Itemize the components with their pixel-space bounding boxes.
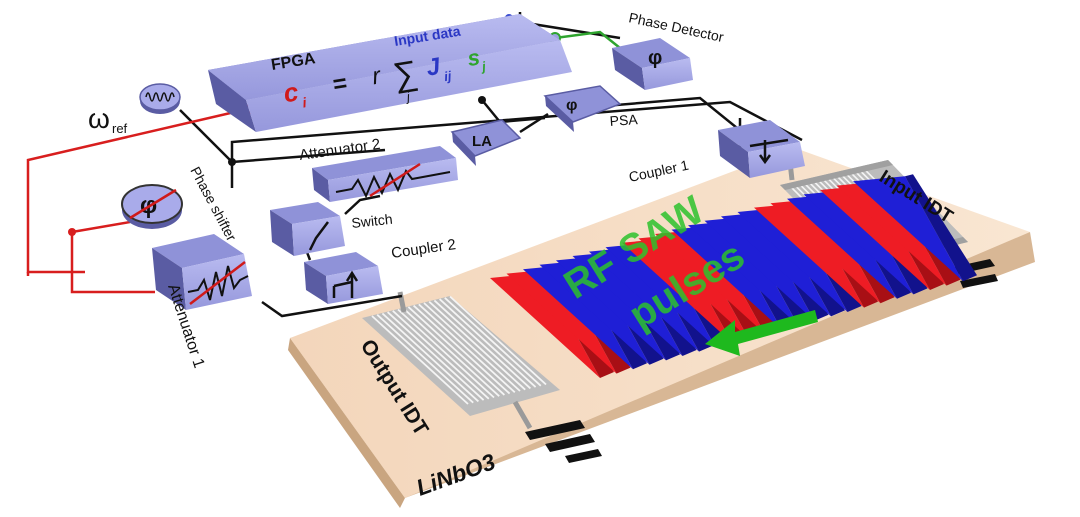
phase-detector-symbol: φ [648,47,662,69]
idt-finger [386,311,485,401]
oscillator-icon [145,92,175,102]
saw-ridge-face [754,202,864,308]
saw-ridge-face [770,198,881,304]
saw-ridge-face [820,185,930,290]
saw-ridge-shade [905,174,977,282]
saw-ridge-face [853,176,963,282]
eq-equals: = [331,70,349,99]
phase-shifter: φ Phase shifter [121,164,240,244]
green-wiring [554,30,621,49]
attenuator-2-adjust-icon [369,162,421,198]
psa-phi: φ [566,97,577,114]
idt-finger [433,299,532,390]
idt-finger [438,298,537,388]
la-amplifier: LA [450,119,522,166]
saw-ridge-face [737,207,848,312]
saw-ridge-face [721,211,831,317]
omega-sub: ref [112,121,128,136]
phase-detector-label: Phase Detector [627,9,725,45]
idt-finger [412,304,511,395]
saw-ridge-face [787,193,897,299]
coupler-1-label: Coupler 1 [627,157,690,185]
switch-icon [308,221,329,251]
saw-pulses [490,174,977,378]
attenuator-1: Attenuator 1 [152,234,252,370]
phase-shifter-adjust-icon [129,188,177,220]
propagation-arrow-icon [705,310,818,356]
psa-amplifier: φ PSA [543,85,639,132]
coupler-1: Coupler 1 [627,120,805,185]
saw-ridge-face [688,220,798,326]
fpga-block: FPGA Input data c i = r ∑ j J ij s j [208,14,572,132]
idt-finger [381,312,480,403]
red-wiring [26,106,253,294]
reference-oscillator: ω ref [88,83,181,136]
coupler-2-arrow-icon [332,270,359,298]
coupler-2-label: Coupler 2 [390,236,457,262]
saw-ridge-face [523,264,633,370]
saw-ridge-face [622,237,732,343]
eq-J-sub: ij [443,68,453,84]
saw-ridge-face [671,224,782,330]
idt-finger [392,310,490,400]
eq-sum-sub: j [404,89,412,105]
saw-ridge-face [605,242,716,348]
attenuator-2: Attenuator 2 [298,136,458,202]
idt-finger [444,297,542,387]
idt-finger [376,314,474,404]
eq-c-sub: i [301,94,308,111]
output-idt [362,295,560,416]
phase-detector-block: φ Phase Detector [612,9,725,90]
eq-J: J [424,53,442,82]
attenuator-2-resistor-icon [335,169,451,199]
idt-finger [449,295,547,386]
switch-label: Switch [351,211,394,231]
idt-finger [402,307,500,397]
eq-sum: ∑ [390,54,420,95]
output-idt-fingers [371,295,547,405]
omega-symbol: ω [88,103,110,134]
substrate-left [288,338,405,508]
saw-ridge-face [572,251,683,356]
la-label: LA [472,133,492,150]
omega-ref-label: ω ref [88,103,128,136]
idt-finger [397,308,495,399]
saw-ridge-face [655,229,765,334]
coupler-1-arrow-icon [749,138,789,165]
eq-s-sub: j [479,59,487,75]
eq-s: s [466,45,482,72]
fpga-equation: c i = r ∑ j J ij s j [281,45,487,111]
fpga-label: FPGA [270,50,317,74]
eq-c: c [281,76,301,108]
idt-finger [418,303,516,393]
saw-ridge-face [490,273,600,378]
saw-ridge-face [556,255,666,361]
attenuator-1-resistor-icon [187,265,249,301]
idt-finger [407,306,506,396]
saw-ridge-face [704,215,815,321]
saw-ridge-face [589,246,699,352]
saw-ridge-face [638,233,749,339]
saw-ridge-face [506,268,617,374]
switch-block: Switch [270,202,393,256]
idt-finger [428,301,526,391]
idt-finger [371,315,469,405]
psa-label: PSA [609,111,639,129]
saw-ridge-face [539,259,650,365]
saw-ridge-face [803,189,914,295]
attenuator-1-adjust-icon [189,261,246,305]
saw-ridge-face [836,180,947,286]
idt-finger [423,302,521,392]
